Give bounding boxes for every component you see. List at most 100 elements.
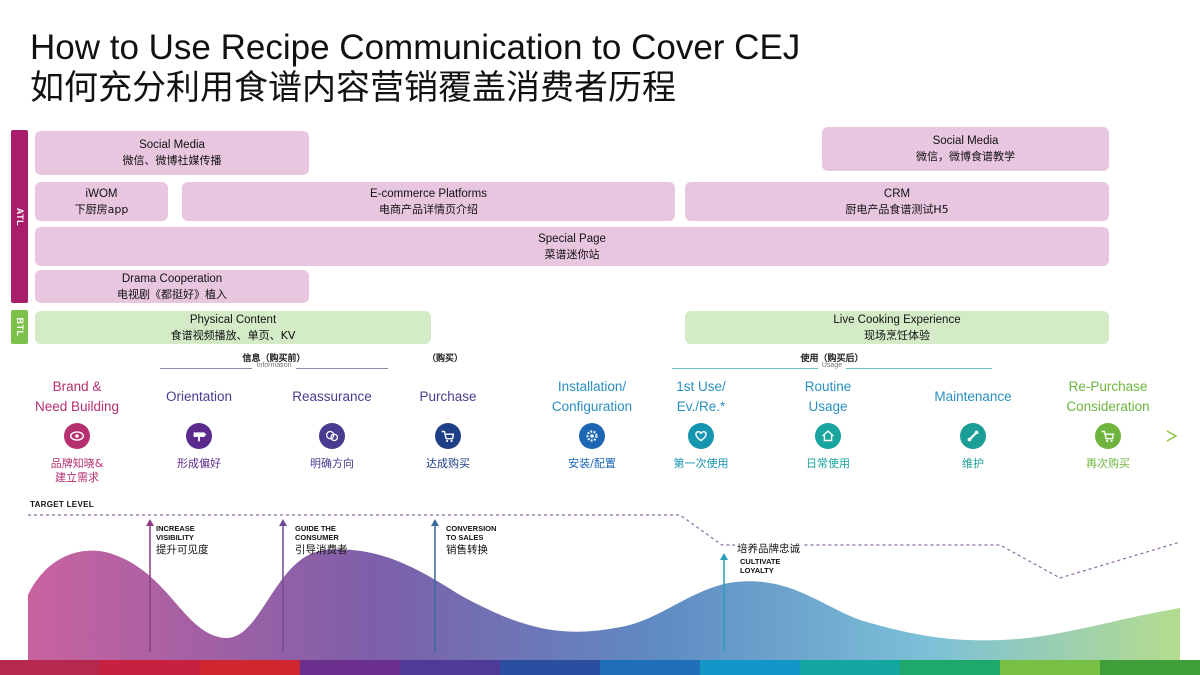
annotation-en-2: CONSUMER <box>295 533 339 542</box>
annotation-cultivate-loyalty: CULTIVATE LOYALTY <box>740 557 780 575</box>
stage-label-zh: 再次购买 <box>1058 457 1158 471</box>
box-title: Drama Cooperation <box>121 272 223 285</box>
annotation-en-2: LOYALTY <box>740 566 774 575</box>
wrench-icon <box>960 423 986 449</box>
annotation-increase-visibility: INCREASE VISIBILITY 提升可见度 <box>156 524 209 557</box>
annotation-zh: 引导消费者 <box>295 544 348 556</box>
phase-information-sub-wrap: Information <box>160 362 388 369</box>
stage-label-line1: Installation/ <box>557 379 627 394</box>
stage-zh-line1: 安装/配置 <box>568 457 616 470</box>
stage-label: 1st Use/Ev./Re.* <box>631 377 771 417</box>
annotation-conversion-sales: CONVERSION TO SALES 销售转换 <box>446 524 496 557</box>
box-title: Live Cooking Experience <box>833 313 961 326</box>
stage-label-zh: 第一次使用 <box>651 457 751 471</box>
stage-zh-line1: 达成购买 <box>426 457 470 470</box>
bottom-color-strip <box>0 660 1200 675</box>
annotation-en-1: CONVERSION <box>446 524 497 533</box>
box-subtitle: 下厨房app <box>74 202 129 216</box>
box-title: E-commerce Platforms <box>370 187 487 200</box>
annotation-en-1: INCREASE <box>156 524 195 533</box>
annotation-en-1: GUIDE THE <box>295 524 336 533</box>
stage-label-zh: 形成偏好 <box>149 457 249 471</box>
box-title: CRM <box>883 187 911 200</box>
physical-content-box: Physical Content 食谱视频播放、单页、KV <box>35 311 431 344</box>
social-media-right-box: Social Media 微信，微博食谱教学 <box>822 127 1109 171</box>
stage-label-line2: Configuration <box>551 399 633 414</box>
box-title: Special Page <box>538 232 606 245</box>
stage-zh-line1: 日常使用 <box>806 457 850 470</box>
stage-label-line1: Re-Purchase <box>1068 379 1148 394</box>
stage-label-line1: 1st Use/ <box>676 379 726 394</box>
gear-icon <box>579 423 605 449</box>
annotation-guide-consumer: GUIDE THE CONSUMER 引导消费者 <box>295 524 348 557</box>
stage-label-line2: Need Building <box>34 399 120 414</box>
phase-information-title: 信息（购买前） <box>242 354 306 364</box>
stage-zh-line1: 再次购买 <box>1086 457 1130 470</box>
stage-zh-line1: 维护 <box>962 457 984 470</box>
stage-zh-line2: 建立需求 <box>55 471 99 484</box>
crm-box: CRM 厨电产品食谱测试H5 <box>685 182 1109 221</box>
box-subtitle: 电商产品详情页介绍 <box>379 202 478 216</box>
special-page-box: Special Page 菜谱迷你站 <box>35 227 1109 266</box>
annotation-en-1: CULTIVATE <box>740 557 781 566</box>
btl-sidebar: BTL <box>11 310 28 344</box>
stage-label-line2: Consideration <box>1066 399 1150 414</box>
eye-icon <box>64 423 90 449</box>
annotation-en-2: TO SALES <box>446 533 484 542</box>
box-subtitle: 厨电产品食谱测试H5 <box>845 202 949 216</box>
stage-label-line2: Usage <box>808 399 848 414</box>
annotation-zh: 销售转换 <box>446 544 488 556</box>
target-level-label: TARGET LEVEL <box>30 500 94 509</box>
annotation-zh: 提升可见度 <box>156 544 209 556</box>
stage-label-line1: Brand & <box>52 379 102 394</box>
box-title: Social Media <box>139 139 205 151</box>
phase-purchase-title: （购买） <box>426 354 463 364</box>
stage-label-line1: Routine <box>804 379 852 394</box>
page-title: How to Use Recipe Communication to Cover… <box>30 28 801 67</box>
phase-usage-subtitle: Usage <box>817 362 847 369</box>
cart-icon <box>435 423 461 449</box>
box-subtitle: 微信、微博社媒传播 <box>122 154 222 167</box>
stage-zh-line1: 形成偏好 <box>177 457 221 470</box>
stage-zh-line1: 品牌知晓& <box>50 457 104 470</box>
btl-label: BTL <box>14 317 25 337</box>
atl-label: ATL <box>14 207 25 226</box>
stage-label-zh: 维护 <box>923 457 1023 471</box>
home-icon <box>815 423 841 449</box>
ecommerce-box: E-commerce Platforms 电商产品详情页介绍 <box>182 182 675 221</box>
phase-information-subtitle: Information <box>252 362 296 369</box>
phase-usage-sub-wrap: Usage <box>672 362 992 369</box>
stage-label-line1: Purchase <box>419 389 477 404</box>
annotation-en-2: VISIBILITY <box>156 533 194 542</box>
stage-label-line1: Reassurance <box>292 389 372 404</box>
social-media-left-box: Social Media 微信、微博社媒传播 <box>35 131 309 175</box>
heart-icon <box>688 423 714 449</box>
stage-label: Maintenance <box>903 387 1043 407</box>
stage-label-line1: Orientation <box>165 389 233 404</box>
box-title: iWOM <box>85 187 118 200</box>
stage-zh-line1: 明确方向 <box>310 457 354 470</box>
stage-zh-line1: 第一次使用 <box>673 457 729 470</box>
stage-label: Installation/Configuration <box>522 377 662 417</box>
page-subtitle: 如何充分利用食谱内容营销覆盖消费者历程 <box>30 68 676 108</box>
atl-sidebar: ATL <box>11 130 28 303</box>
drama-cooperation-box: Drama Cooperation 电视剧《都挺好》植入 <box>35 270 309 303</box>
stage-label-zh: 品牌知晓&建立需求 <box>27 457 127 485</box>
stage-label: Brand & Need Building <box>7 377 147 417</box>
stage-label-line2: Ev./Re.* <box>676 399 726 414</box>
signpost-icon <box>186 423 212 449</box>
phase-usage-title: 使用（购买后） <box>800 354 864 364</box>
cart-icon <box>1095 423 1121 449</box>
stage-label: Reassurance <box>262 387 402 407</box>
box-title: Social Media <box>932 135 999 147</box>
stage-label-zh: 日常使用 <box>778 457 878 471</box>
box-title: Physical Content <box>189 313 277 326</box>
box-subtitle: 现场烹饪体验 <box>864 328 930 342</box>
box-subtitle: 菜谱迷你站 <box>544 247 600 261</box>
stage-label-zh: 明确方向 <box>282 457 382 471</box>
live-cooking-box: Live Cooking Experience 现场烹饪体验 <box>685 311 1109 344</box>
engagement-curve <box>28 514 1181 660</box>
box-subtitle: 食谱视频播放、单页、KV <box>170 328 296 342</box>
